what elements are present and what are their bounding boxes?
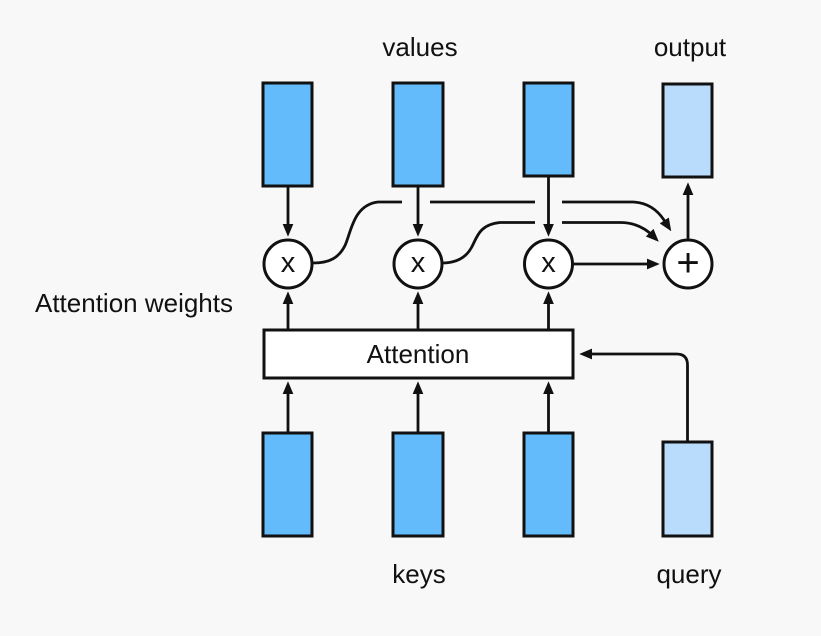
key-rect-1 <box>261 431 314 538</box>
value-rect-2 <box>391 81 445 188</box>
query-rect <box>661 440 714 538</box>
multiply-operator-3: x <box>541 247 556 279</box>
output-label: output <box>654 32 727 62</box>
multiply-operator-1: x <box>281 247 296 279</box>
key-rect-2 <box>391 431 445 538</box>
arrow-query-to-attention <box>579 348 689 441</box>
arrow-multiply2-to-add-segment2 <box>562 221 659 242</box>
output-rect <box>661 82 714 179</box>
key-rect-3 <box>522 431 575 538</box>
multiply-node-2 <box>392 238 444 290</box>
attention-box <box>262 328 575 380</box>
values-label: values <box>382 32 457 62</box>
multiply-node-3 <box>523 238 574 290</box>
arrow-multiply1-to-add-segment3 <box>562 200 672 232</box>
arrow-multiply2-to-add-segment1 <box>441 221 535 265</box>
multiply-operator-2: x <box>411 247 426 279</box>
add-node <box>662 238 714 290</box>
arrow-multiply1-to-add-segment1 <box>312 200 402 265</box>
multiply-node-1 <box>262 238 314 290</box>
keys-label: keys <box>392 559 445 589</box>
query-label: query <box>656 559 721 589</box>
value-rect-3 <box>522 81 575 178</box>
attention-weights-label: Attention weights <box>35 288 233 318</box>
value-rect-1 <box>261 81 314 188</box>
add-operator: + <box>676 241 699 285</box>
attention-box-label: Attention <box>367 339 470 369</box>
